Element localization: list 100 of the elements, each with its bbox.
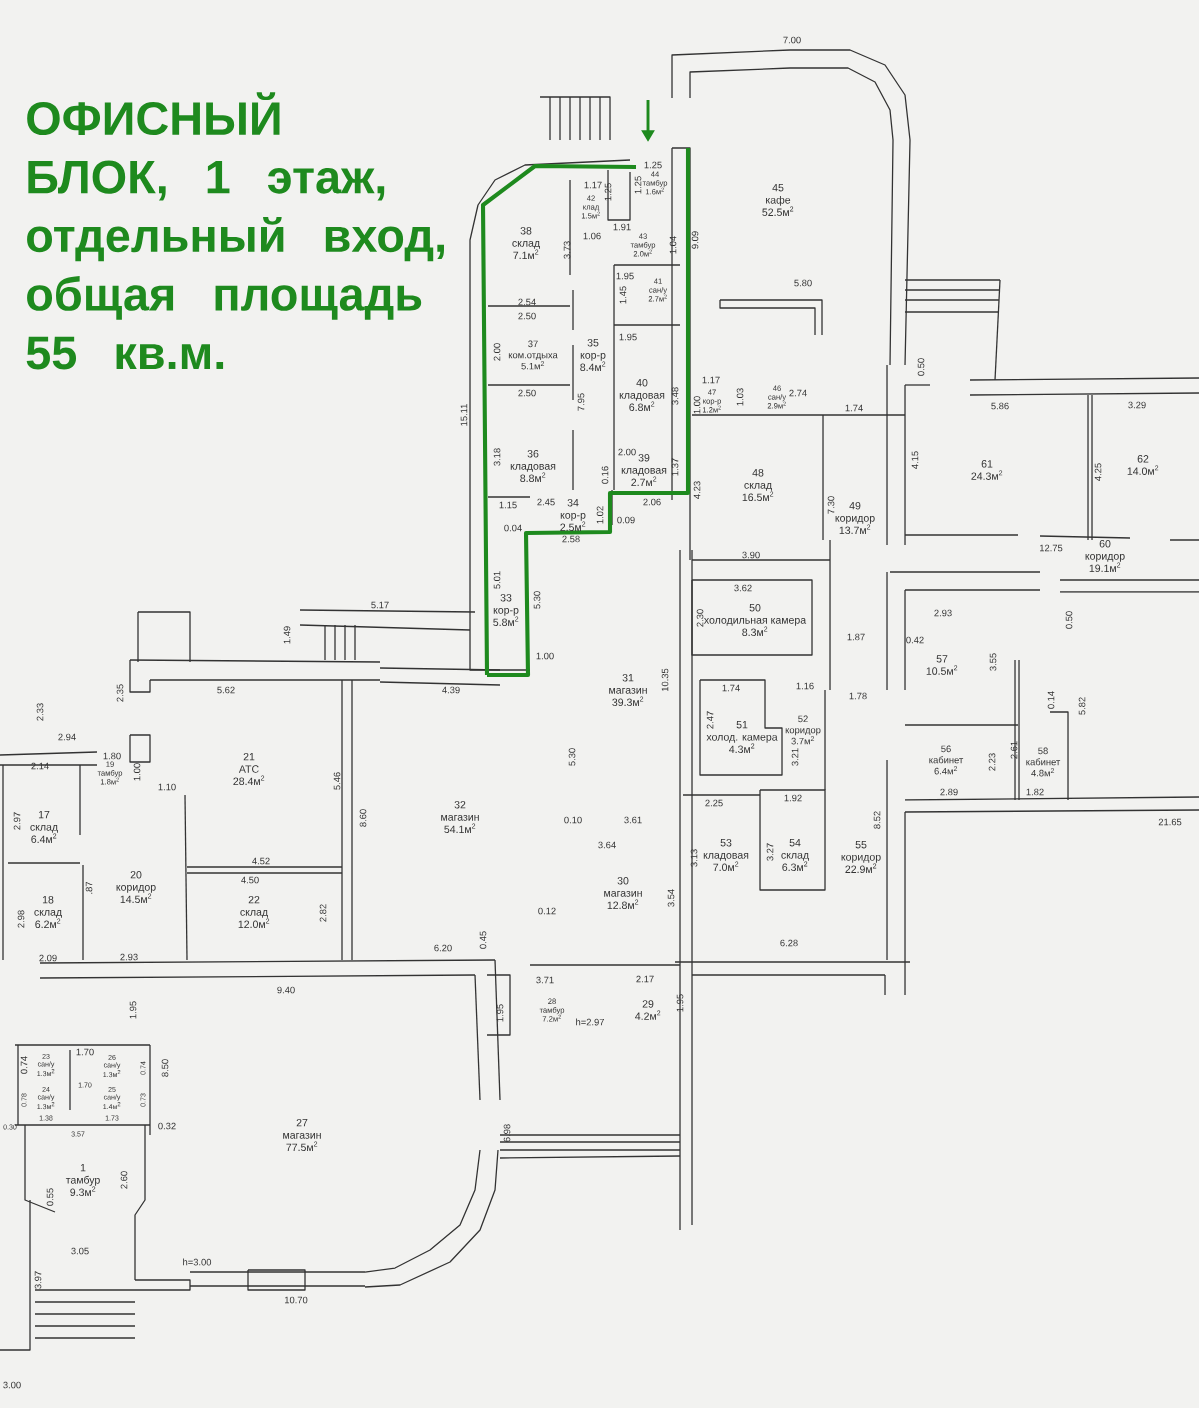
- room-label: 29 4.2м$^{2}$: [635, 1000, 661, 1020]
- dimension-label: 1.74: [845, 404, 863, 412]
- dimension-label: 1.70: [76, 1048, 94, 1056]
- dimension-label: 4.15: [911, 451, 919, 469]
- dimension-label: 3.64: [598, 841, 616, 849]
- height-label: 10.70: [285, 1296, 308, 1304]
- dimension-label: 1.00: [536, 652, 554, 660]
- dimension-label: 7.00: [783, 36, 801, 44]
- dimension-label: 1.02: [596, 506, 604, 524]
- dimension-label: 5.82: [1078, 697, 1086, 715]
- dimension-label: 2.98: [17, 910, 25, 928]
- room-label: 53 кладовая 7.0м$^{2}$: [703, 838, 749, 872]
- room-label: 61 24.3м$^{2}$: [971, 460, 1003, 480]
- room-label: 49 коридор 13.7м$^{2}$: [835, 501, 875, 535]
- dimension-label: 0.42: [906, 636, 924, 644]
- room-label: 22 склад 12.0м$^{2}$: [238, 895, 270, 929]
- dimension-label: 3.05: [71, 1247, 89, 1255]
- dimension-label: 2.09: [39, 954, 57, 962]
- dimension-label: 0.14: [1047, 691, 1055, 709]
- dimension-label: 10.35: [661, 668, 669, 691]
- room-label: 36 кладовая 8.8м$^{2}$: [510, 449, 556, 483]
- dimension-label: 2.58: [562, 535, 580, 543]
- dimension-label: 2.93: [120, 953, 138, 961]
- dimension-label: 6.20: [434, 944, 452, 952]
- dimension-label: 2.35: [116, 684, 124, 702]
- dimension-label: 1.17: [702, 376, 720, 384]
- dimension-label: 7.95: [577, 393, 585, 411]
- dimension-label: 3.54: [667, 889, 675, 907]
- room-label: 27 магазин 77.5м$^{2}$: [283, 1118, 321, 1152]
- dimension-label: 2.82: [319, 904, 327, 922]
- dimension-label: 2.17: [636, 975, 654, 983]
- dimension-label: 3.48: [671, 387, 679, 405]
- dimension-label: 3.21: [791, 748, 799, 766]
- dimension-label: 21.65: [1158, 818, 1182, 826]
- dimension-label: 1.16: [796, 682, 814, 690]
- dimension-label: 3.73: [563, 241, 571, 259]
- dimension-label: 6.28: [780, 939, 798, 947]
- dimension-label: 8.50: [161, 1059, 169, 1077]
- dimension-label: 1.80: [103, 752, 121, 760]
- dimension-label: 5.46: [333, 772, 341, 790]
- dimension-label: 0.10: [564, 816, 582, 824]
- dimension-label: 0.12: [538, 907, 556, 915]
- dimension-label: 3.27: [766, 843, 774, 861]
- dimension-label: 1.95: [619, 333, 637, 341]
- dimension-label: h=3.00: [183, 1258, 212, 1266]
- dimension-label: 4.25: [1094, 463, 1102, 481]
- dimension-label: 0.74: [20, 1056, 28, 1074]
- dimension-label: 2.50: [518, 389, 536, 397]
- dimension-label: 2.00: [618, 448, 636, 456]
- room-label: 55 коридор 22.9м$^{2}$: [841, 841, 881, 873]
- room-label: 1 тамбур 9.3м$^{2}$: [65, 1164, 100, 1196]
- dimension-label: 2.94: [58, 733, 76, 741]
- room-label: 60 коридор 19.1м$^{2}$: [1085, 539, 1125, 573]
- dimension-label: 0.04: [504, 524, 522, 532]
- dimension-label: 8.52: [873, 811, 881, 829]
- dimension-label: 3.18: [493, 448, 501, 466]
- dimension-label: .87: [85, 881, 93, 894]
- room-label: 56 кабинет 6.4м$^{2}$: [929, 745, 964, 775]
- dimension-label: 7.30: [827, 496, 835, 514]
- dimension-label: 5.30: [568, 748, 576, 766]
- dimension-label: 1.82: [1026, 788, 1044, 796]
- dimension-label: 2.50: [518, 312, 536, 320]
- room-label: 52 коридор 3.7м$^{2}$: [785, 715, 821, 745]
- dimension-label: 3.00: [3, 1381, 21, 1389]
- dimension-label: 3.97: [34, 1271, 42, 1289]
- dimension-label: 1.95: [616, 272, 634, 280]
- dimension-label: 5.86: [991, 402, 1009, 410]
- dimension-label: 1.92: [784, 794, 802, 802]
- dimension-label: 4.50: [241, 876, 259, 884]
- room-label: 58 кабинет 4.8м$^{2}$: [1026, 747, 1061, 777]
- room-label: 20 коридор 14.5м$^{2}$: [116, 870, 156, 904]
- room-label: 50 холодильная камера 8.3м$^{2}$: [704, 603, 807, 637]
- dimension-label: 1.91: [613, 223, 631, 231]
- dimension-label: 3.90: [742, 551, 760, 559]
- room-label: 31 магазин 39.3м$^{2}$: [609, 673, 647, 707]
- dimension-label: 2.97: [13, 812, 21, 830]
- dimension-label: 3.29: [1128, 401, 1146, 409]
- room-label: 40 кладовая 6.8м$^{2}$: [619, 378, 665, 412]
- dimension-label: 2.00: [493, 343, 501, 361]
- dimension-label: 5.17: [371, 601, 389, 609]
- dimension-label: 2.23: [988, 753, 996, 771]
- dimension-label: 0.50: [1065, 611, 1073, 629]
- room-label: 48 склад 16.5м$^{2}$: [742, 468, 774, 502]
- dimension-label: 0.45: [479, 931, 487, 949]
- dimension-label: 5.62: [217, 686, 235, 694]
- title: ОФИСНЫЙ БЛОК, 1 этаж, отдельный вход, общая площадь 55 кв.м.: [26, 92, 444, 370]
- dimension-label: 4.52: [252, 857, 270, 865]
- dimension-label: 1.17: [584, 181, 602, 189]
- dimension-label: 0.32: [158, 1122, 176, 1130]
- dimension-label: 1.87: [847, 633, 865, 641]
- room-label: 30 магазин 12.8м$^{2}$: [604, 876, 642, 910]
- dimension-label: 4.23: [693, 481, 701, 499]
- dimension-label: 3.61: [624, 816, 642, 824]
- dimension-label: 2.30: [696, 609, 704, 627]
- dimension-label: 1.04: [669, 236, 677, 254]
- dimension-label: 1.49: [283, 626, 291, 644]
- dimension-label: 1.10: [158, 783, 176, 791]
- dimension-label: 1.25: [644, 161, 662, 169]
- dimension-label: 1.95: [129, 1001, 137, 1019]
- dimension-label: 1.00: [133, 763, 141, 781]
